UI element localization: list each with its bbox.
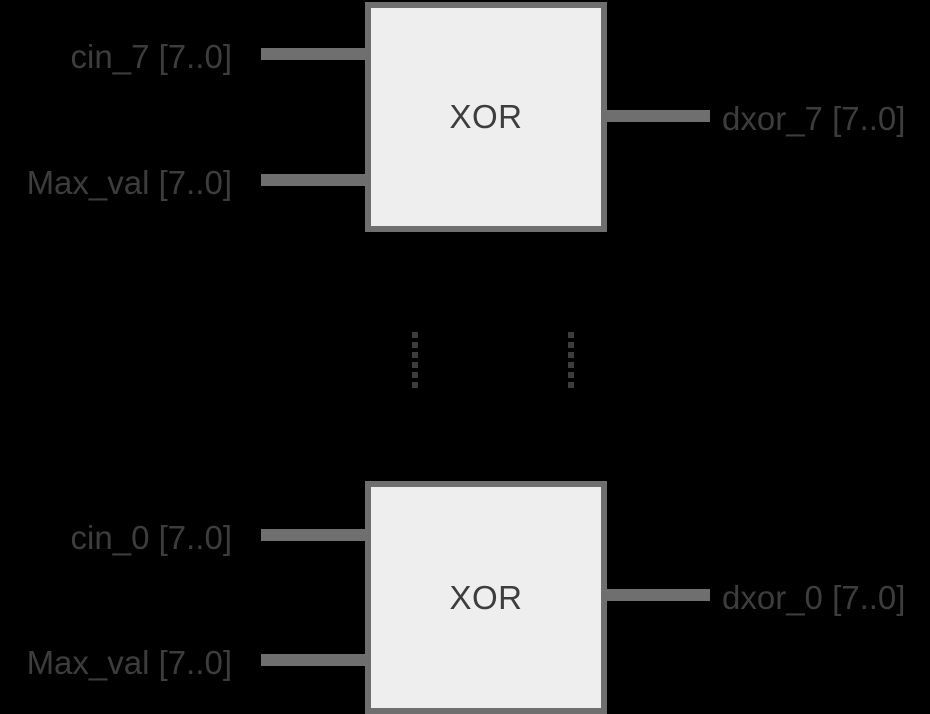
wire-max-val-7 (261, 174, 371, 186)
wire-max-val-0 (261, 654, 371, 666)
input-label-max-val-7: Max_val [7..0] (26, 164, 232, 201)
input-label-max-val-0: Max_val [7..0] (26, 644, 232, 681)
xor-block-0: XOR (365, 481, 607, 714)
input-label-cin-0: cin_0 [7..0] (70, 519, 232, 556)
wire-dxor-0 (601, 589, 710, 601)
continuation-dots-left (412, 332, 418, 388)
continuation-dots-right (568, 332, 574, 388)
input-label-cin-7: cin_7 [7..0] (70, 38, 232, 75)
wire-dxor-7 (601, 110, 710, 122)
output-label-dxor-0: dxor_0 [7..0] (722, 579, 906, 616)
wire-cin-0 (261, 529, 371, 541)
output-label-dxor-7: dxor_7 [7..0] (722, 100, 906, 137)
block-label-xor-7: XOR (449, 98, 523, 135)
wire-cin-7 (261, 48, 371, 60)
xor-block-7: XOR (365, 2, 607, 232)
block-label-xor-0: XOR (449, 578, 523, 616)
